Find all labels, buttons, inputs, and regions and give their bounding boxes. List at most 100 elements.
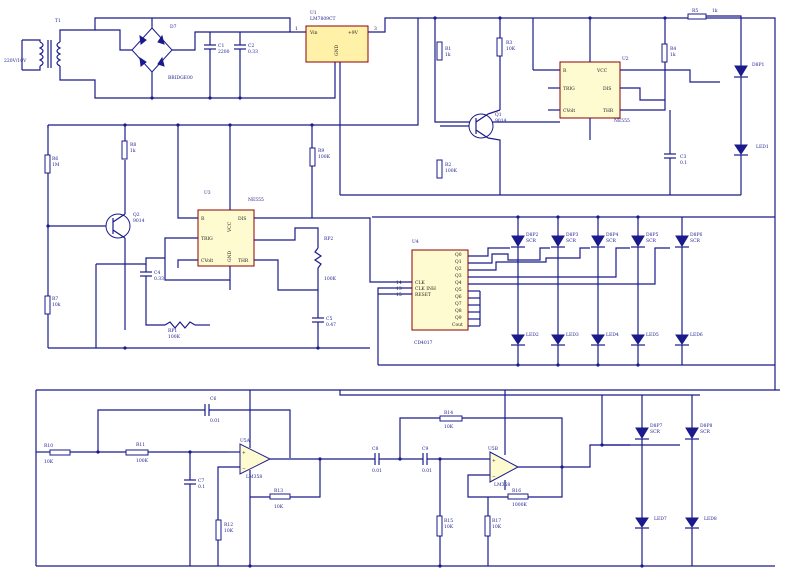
timer-block-u3: U3 NE555 R VCC TRIG DIS CVolt THR GND Q2… [44,18,419,349]
svg-text:R5: R5 [692,8,698,14]
svg-text:1000K: 1000K [512,502,527,508]
amplifier-section: R10 10K R11 100K C6 0.01 C7 0.1 + [35,389,775,567]
scr-d8p1: D8P1 [734,62,764,78]
svg-text:1: 1 [295,26,298,32]
svg-text:THR: THR [238,258,249,264]
svg-text:C4: C4 [154,270,160,276]
svg-text:9014: 9014 [495,118,507,124]
svg-text:Q4: Q4 [455,280,462,286]
scr-d8p8: D8P8 SCR [685,423,712,440]
pot-rp1: RP1 100K [164,321,196,340]
cap-c2: C2 0.33 [234,32,258,98]
cap-c3: C3 0.1 [664,153,687,166]
svg-text:R3: R3 [506,40,512,46]
led-4: LED4 [591,332,619,346]
ic-u4 [411,249,469,331]
counter-block-u4: U4 CD4017 CLK CLK INH RESET 14 13 15 Q0 … [312,217,775,366]
cap-c9: C9 0.01 [422,446,432,474]
svg-text:Q9: Q9 [455,315,462,321]
svg-text:10k: 10k [52,302,61,308]
scr-d8p5: D8P5 SCR [631,232,658,248]
svg-text:100K: 100K [445,168,458,174]
svg-text:LED5: LED5 [646,332,659,338]
svg-text:D8P8: D8P8 [700,423,712,429]
svg-text:0.01: 0.01 [422,468,432,474]
resistor-r9: R9 100K [309,147,331,167]
svg-text:10K: 10K [444,524,454,530]
svg-text:Cout: Cout [452,322,463,328]
svg-text:CD4017: CD4017 [414,340,433,346]
scr-d8p4: D8P4 SCR [591,232,618,248]
led-1: LED1 [734,144,769,156]
ic-u3 [197,209,255,267]
svg-text:CLK: CLK [415,280,425,286]
transformer-t1: T1 [38,18,62,68]
svg-text:−: − [242,467,246,472]
svg-text:10K: 10K [44,459,54,465]
led-5: LED5 [631,332,659,346]
svg-text:R: R [563,68,567,74]
led-2: LED2 [511,332,539,346]
svg-text:C3: C3 [680,154,686,160]
transistor-q2: Q2 9014 [105,212,145,239]
svg-text:LED4: LED4 [606,332,619,338]
svg-text:Q2: Q2 [133,212,140,218]
svg-text:LM7809CT: LM7809CT [310,16,336,22]
svg-text:0.1: 0.1 [680,160,687,166]
svg-text:U5A: U5A [240,438,251,444]
svg-text:Vin: Vin [309,30,318,36]
svg-text:0.01: 0.01 [210,418,220,424]
timer-block-u2: U2 NE555 R VCC TRIG DIS CVolt THR Q1 901… [339,8,769,196]
svg-text:13: 13 [396,286,402,292]
svg-text:TRIG: TRIG [201,236,213,242]
scr-d8p2: D8P2 SCR [511,232,538,248]
transformer-ref: T1 [55,18,61,24]
svg-text:R12: R12 [224,522,233,528]
svg-text:0.1: 0.1 [198,484,205,490]
svg-text:LED3: LED3 [566,332,579,338]
svg-text:+9V: +9V [348,30,359,36]
svg-text:0.01: 0.01 [372,468,382,474]
ac-source-label: 220V/10V [4,58,27,64]
svg-text:−: − [492,475,496,480]
svg-text:1k: 1k [670,52,676,58]
svg-text:DIS: DIS [238,216,246,222]
bridge-ref: D7 [170,24,177,30]
bridge-part: BRIDGE00 [168,75,193,81]
svg-text:9014: 9014 [133,218,145,224]
svg-text:Q0: Q0 [455,252,462,258]
resistor-r1: R1 1k [436,41,451,61]
svg-text:NE555: NE555 [248,197,264,203]
junctions [46,16,667,568]
svg-text:D8P2: D8P2 [526,232,538,238]
svg-text:LED1: LED1 [756,144,769,150]
regulator-u1: U1 LM7809CT Vin +9V GND 1 3 [295,10,377,63]
resistor-r16: R16 1000K [507,488,529,508]
cap-c5: C5 0.47 [312,316,336,328]
svg-text:LM358: LM358 [494,482,510,488]
led-6: LED6 [675,332,703,346]
scr-d8p7: D8P7 SCR [635,423,662,440]
svg-text:Q7: Q7 [455,301,462,307]
svg-text:10K: 10K [506,46,516,52]
svg-text:100K: 100K [136,458,149,464]
resistor-r13: R13 10K [269,488,291,510]
svg-text:SCR: SCR [566,238,577,244]
svg-text:SCR: SCR [700,429,711,435]
svg-text:THR: THR [603,108,614,114]
resistor-r8: R8 1k [121,140,136,160]
resistor-r6: R6 1M [44,154,60,174]
svg-text:0.47: 0.47 [326,322,336,328]
svg-text:RP2: RP2 [324,236,333,242]
svg-text:14: 14 [396,280,402,286]
svg-text:VCC: VCC [596,68,608,74]
svg-text:R: R [201,216,205,222]
svg-text:Q1: Q1 [495,112,502,118]
svg-text:VCC: VCC [227,221,233,233]
svg-text:SCR: SCR [526,238,537,244]
resistor-r10: R10 10K [44,443,71,465]
svg-text:R6: R6 [52,156,58,162]
u4-right-pin-labels: Q0 Q1 Q2 Q3 Q4 Q5 Q6 Q7 Q8 Q9 Cout [452,252,463,328]
svg-text:D8P1: D8P1 [752,62,764,68]
led-8: LED8 [685,516,717,529]
